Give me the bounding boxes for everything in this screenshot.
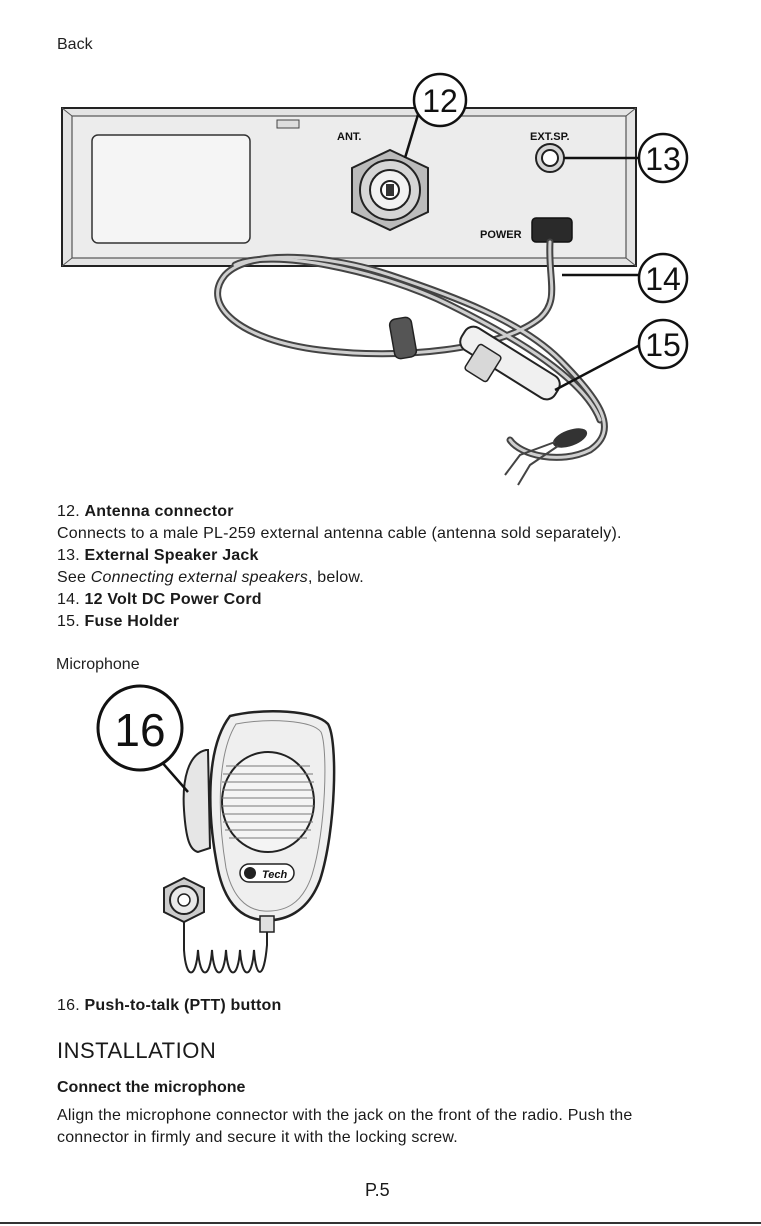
svg-text:14: 14 [645,261,681,297]
svg-text:Tech: Tech [262,869,288,881]
external-speaker-jack [535,143,565,173]
callout-15: 15 [637,318,689,370]
bottom-rule [0,1222,761,1224]
speaker-description: See Connecting external speakers, below. [57,569,364,586]
item-12: 12. Antenna connector [57,503,234,520]
back-panel-illustration: ANT. EXT.SP. POWER 12 [61,72,689,486]
microphone-label: Microphone [56,656,140,673]
item-16: 16. Push-to-talk (PTT) button [57,997,282,1014]
antenna-connector [351,148,429,232]
callout-13: 13 [637,132,689,184]
antenna-description: Connects to a male PL-259 external anten… [57,525,622,542]
microphone-connector [163,876,205,924]
svg-text:13: 13 [645,141,681,177]
ant-label: ANT. [337,131,361,143]
svg-text:16: 16 [114,704,165,756]
fuse-holder [459,325,561,401]
power-label: POWER [480,229,522,241]
installation-line-1: Align the microphone connector with the … [57,1107,633,1124]
power-plug [531,217,573,243]
callout-16: 16 [96,684,184,772]
installation-heading: INSTALLATION [57,1038,217,1063]
installation-line-2: connector in firmly and secure it with t… [57,1129,458,1146]
back-label: Back [57,36,93,53]
svg-text:15: 15 [645,327,681,363]
connect-microphone-heading: Connect the microphone [57,1079,246,1096]
item-15: 15. Fuse Holder [57,613,180,630]
label-plate [91,134,251,244]
speaker-grille [221,751,315,853]
page-number: P.5 [365,1180,390,1200]
callout-14: 14 [637,252,689,304]
microphone-illustration: Tech 16 [96,684,336,974]
item-13: 13. External Speaker Jack [57,547,259,564]
brand-logo: Tech [239,863,295,883]
svg-text:12: 12 [422,83,458,119]
ptt-button [182,749,212,854]
callout-12: 12 [412,72,468,128]
item-14: 14. 12 Volt DC Power Cord [57,591,262,608]
coiled-cord [183,920,268,974]
ext-sp-label: EXT.SP. [530,131,570,143]
